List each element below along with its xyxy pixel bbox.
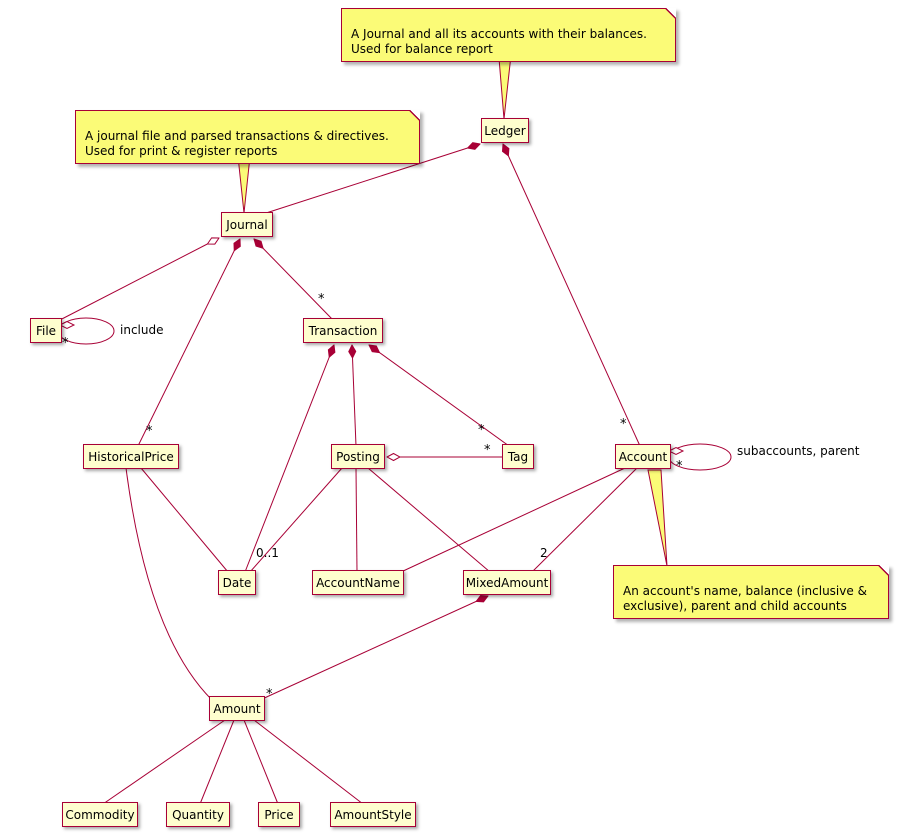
edge-label-account-subaccounts: subaccounts, parent <box>737 444 860 458</box>
class-accountname: AccountName <box>312 570 404 595</box>
class-quantity: Quantity <box>166 802 230 827</box>
class-quantity-label: Quantity <box>172 807 224 822</box>
edge-account-mixedamount <box>531 467 638 573</box>
edge-ledger-account <box>503 144 641 447</box>
class-commodity: Commodity <box>62 802 138 827</box>
edge-account-accountname <box>400 467 626 573</box>
class-ledger-label: Ledger <box>484 123 526 138</box>
edge-historicalprice-date <box>140 467 229 573</box>
edge-ledger-journal <box>262 144 480 215</box>
class-historicalprice: HistoricalPrice <box>83 444 179 469</box>
edge-label-account-mixedamount-mult: 2 <box>540 546 548 560</box>
class-journal-label: Journal <box>226 217 268 232</box>
class-ledger: Ledger <box>481 118 529 143</box>
class-tag-label: Tag <box>507 449 529 464</box>
note-connector-account <box>647 469 668 567</box>
edge-label-account-loop-many: * <box>676 459 683 474</box>
class-price: Price <box>258 802 300 827</box>
note-ledger: A Journal and all its accounts with thei… <box>341 8 676 62</box>
class-file-label: File <box>35 323 57 338</box>
edge-posting-date <box>249 467 343 573</box>
class-account-label: Account <box>618 449 668 464</box>
class-mixedamount: MixedAmount <box>463 570 551 595</box>
note-journal-text: A journal file and parsed transactions &… <box>85 129 389 158</box>
edge-amount-amountstyle <box>253 719 364 805</box>
aggregation-diamond-account-loop-icon <box>667 446 685 456</box>
note-journal: A journal file and parsed transactions &… <box>75 110 420 164</box>
edge-label-posting-date-mult: 0..1 <box>256 546 279 560</box>
edge-mixedamount-amount <box>259 596 488 701</box>
edge-journal-file <box>55 238 219 323</box>
note-account: An account's name, balance (inclusive & … <box>613 565 889 619</box>
edge-journal-transaction <box>254 239 334 321</box>
edge-label-posting-tag-many: * <box>484 443 491 458</box>
edge-label-journal-transaction-many: * <box>318 292 325 307</box>
edge-transaction-tag <box>369 345 510 447</box>
class-transaction-label: Transaction <box>308 323 378 338</box>
edge-amount-price <box>243 719 279 805</box>
edge-label-file-include: include <box>120 323 164 337</box>
edge-posting-accountname <box>355 467 358 573</box>
class-historicalprice-label: HistoricalPrice <box>88 449 174 464</box>
note-account-text: An account's name, balance (inclusive & … <box>623 584 867 613</box>
note-ledger-text: A Journal and all its accounts with thei… <box>351 27 647 56</box>
class-amount-label: Amount <box>213 701 261 716</box>
class-tag: Tag <box>502 444 534 469</box>
class-file: File <box>30 318 62 343</box>
class-amountstyle: AmountStyle <box>330 802 416 827</box>
class-posting: Posting <box>331 444 385 469</box>
class-date-label: Date <box>222 575 252 590</box>
edge-label-mixedamount-amount-many: * <box>266 687 273 702</box>
edge-label-file-loop-many: * <box>62 336 69 351</box>
edge-label-ledger-account-many: * <box>620 417 627 432</box>
class-amountstyle-label: AmountStyle <box>334 807 412 822</box>
class-transaction: Transaction <box>303 318 383 343</box>
class-date: Date <box>218 570 256 595</box>
edge-label-transaction-tag-many: * <box>478 423 485 438</box>
edge-amount-commodity <box>102 719 226 805</box>
edge-historicalprice-amount <box>125 467 213 701</box>
edge-amount-quantity <box>199 719 235 805</box>
aggregation-diamond-file-loop-icon <box>58 320 76 330</box>
class-journal: Journal <box>221 212 273 237</box>
edge-posting-mixedamount <box>367 467 491 573</box>
class-posting-label: Posting <box>336 449 380 464</box>
class-account: Account <box>615 444 671 469</box>
edge-journal-historicalprice <box>137 239 240 447</box>
class-price-label: Price <box>264 807 294 822</box>
edge-label-journal-historicalprice-many: * <box>146 424 153 439</box>
edge-transaction-posting <box>352 345 357 447</box>
edge-transaction-date <box>244 345 334 573</box>
class-commodity-label: Commodity <box>65 807 135 822</box>
class-amount: Amount <box>209 696 265 721</box>
class-accountname-label: AccountName <box>316 575 400 590</box>
class-mixedamount-label: MixedAmount <box>465 575 549 590</box>
